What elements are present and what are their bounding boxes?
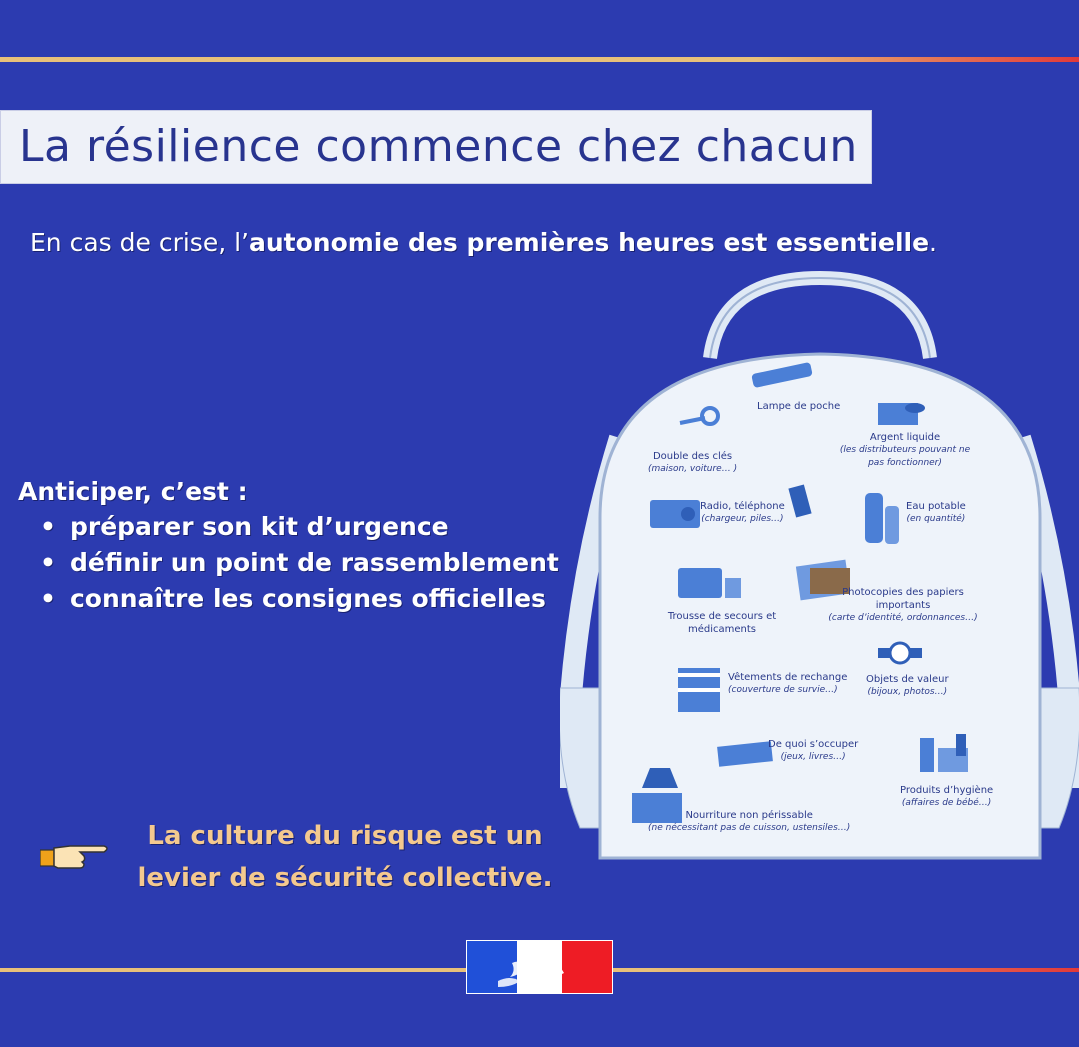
flashlight-icon <box>751 362 813 388</box>
intro-text: En cas de crise, l’autonomie des premièr… <box>30 228 937 257</box>
hand-pointing-icon <box>40 845 108 869</box>
backpack-illustration: Lampe de poche Double des clés(maison, v… <box>558 268 1079 868</box>
list-item: connaître les consignes officielles <box>40 584 559 613</box>
anticipate-heading: Anticiper, c’est : <box>18 477 248 506</box>
radio-icon <box>650 500 700 528</box>
backpack-shape <box>558 270 1079 860</box>
kit-item-water: Eau potable(en quantité) <box>906 501 966 524</box>
top-stripe <box>0 57 1079 62</box>
keys-icon <box>679 406 720 426</box>
culture-line-1: La culture du risque est un <box>147 821 543 851</box>
kit-item-clothes: Vêtements de rechange(couverture de surv… <box>728 672 848 695</box>
kit-item-valuables: Objets de valeur(bijoux, photos…) <box>866 674 949 697</box>
kit-item-radio: Radio, téléphone(chargeur, piles…) <box>700 501 785 524</box>
kit-item-food: Nourriture non périssable(ne nécessitant… <box>648 810 851 833</box>
intro-suffix: . <box>929 228 937 257</box>
list-item: préparer son kit d’urgence <box>40 512 559 541</box>
kit-item-cash: Argent liquide(les distributeurs pouvant… <box>839 432 971 468</box>
watch-icon <box>878 641 922 665</box>
documents-icon <box>795 559 851 601</box>
intro-prefix: En cas de crise, l’ <box>30 228 249 257</box>
anticipate-list: préparer son kit d’urgence définir un po… <box>18 512 559 613</box>
culture-text: La culture du risque est un levier de sé… <box>130 815 560 899</box>
kit-item-keys: Double des clés(maison, voiture… ) <box>648 451 738 474</box>
list-item: définir un point de rassemblement <box>40 548 559 577</box>
first-aid-kit-icon <box>678 568 741 598</box>
flag-red <box>562 941 612 993</box>
kit-item-flashlight: Lampe de poche <box>757 401 841 412</box>
clothes-icon <box>678 668 720 712</box>
intro-emphasis: autonomie des premières heures est essen… <box>248 228 930 257</box>
anticipate-block: Anticiper, c’est : préparer son kit d’ur… <box>18 477 559 620</box>
water-bottles-icon <box>865 493 899 544</box>
kit-item-games: De quoi s’occuper(jeux, livres…) <box>768 739 859 762</box>
food-icon <box>632 768 682 823</box>
kit-item-hygiene: Produits d’hygiène(affaires de bébé…) <box>900 785 994 808</box>
cash-icon <box>878 403 925 425</box>
phone-icon <box>788 484 812 518</box>
kit-item-first-aid: Trousse de secours et médicaments <box>667 611 777 635</box>
hygiene-icon <box>920 734 968 772</box>
marianne-profile-icon <box>498 946 564 993</box>
title-box: La résilience commence chez chacun <box>0 110 872 184</box>
kit-item-documents: Photocopies des papiers importants(carte… <box>828 587 978 623</box>
games-icon <box>717 741 773 767</box>
page-title: La résilience commence chez chacun <box>19 121 858 172</box>
culture-line-2: levier de sécurité collective. <box>137 863 553 893</box>
